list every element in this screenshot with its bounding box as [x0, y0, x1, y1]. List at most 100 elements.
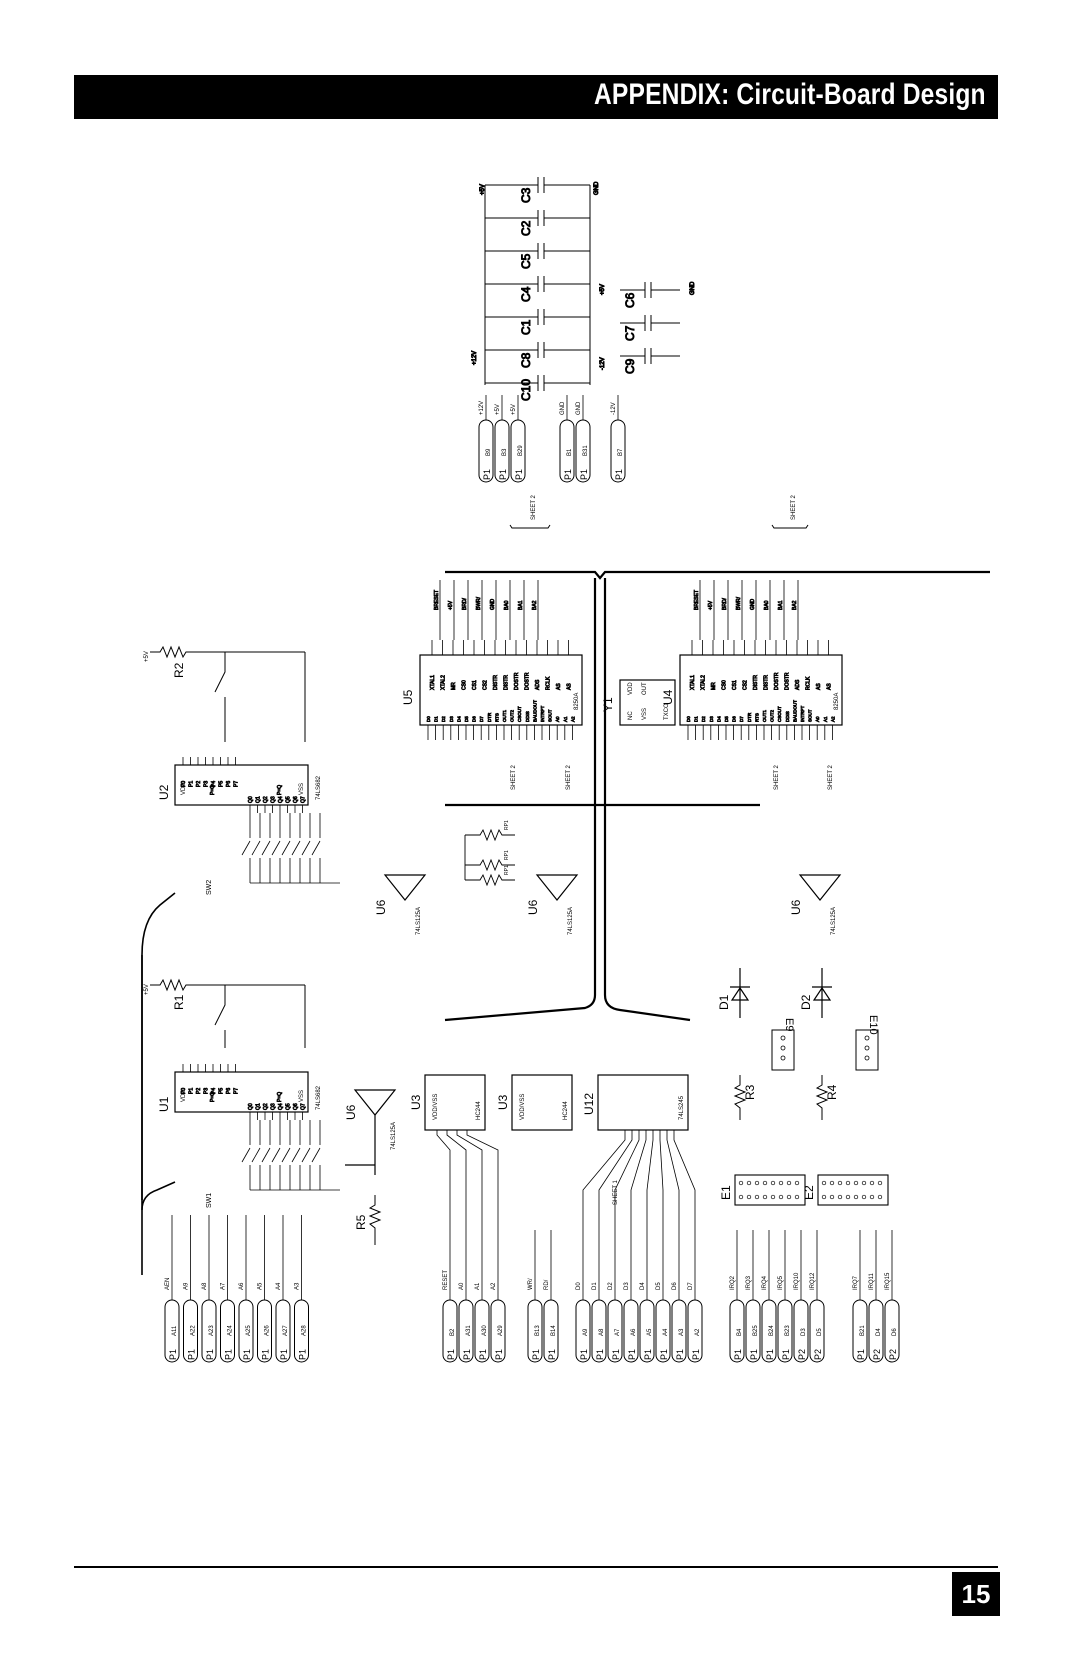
header-pin — [786, 1194, 792, 1200]
irq-connector-conn: P1 — [733, 1349, 743, 1360]
header-pin — [770, 1180, 776, 1186]
cap-label: C8 — [519, 352, 533, 368]
u5-pin-label-b: D3 — [449, 716, 454, 722]
ctrl-connector-conn: P1 — [478, 1349, 488, 1360]
data-connector-conn: P1 — [595, 1349, 605, 1360]
irq-connector-pin: B25 — [753, 1325, 759, 1336]
u5-pin-label-b: D5 — [464, 716, 469, 722]
u5-top-net: BA1 — [518, 600, 524, 610]
header-pin — [762, 1180, 768, 1186]
data-connector-pin: A2 — [695, 1328, 701, 1336]
page-number-box: 15 — [952, 1572, 1000, 1616]
u4-pin-label-b: D5 — [724, 716, 729, 722]
cap-label: C5 — [519, 253, 533, 269]
header-pin — [877, 1180, 883, 1186]
u1-q-label: Q7 — [301, 1103, 307, 1110]
switch-blade — [311, 1147, 321, 1163]
data-connector-conn: P1 — [659, 1349, 669, 1360]
u5-pin-label: RCLK — [546, 676, 552, 690]
address-bus — [141, 892, 176, 1275]
u5-pin-label-b: D1 — [434, 716, 439, 722]
u5-pin-label-b: DDIS — [525, 711, 530, 722]
u1-pin-label: P5 — [219, 1088, 225, 1094]
u3a-label: VDD/VSS — [433, 1094, 439, 1120]
u2-pin-label: P7 — [234, 781, 240, 787]
d2-diode — [812, 968, 832, 1018]
u2-part: 74LS682 — [316, 775, 322, 800]
sw1-label: SW1 — [206, 1193, 213, 1208]
power-connector-pin: B1 — [567, 448, 573, 456]
u5-pin-label: CS2 — [483, 680, 489, 690]
power-connector-net: GND — [576, 401, 582, 415]
u3-chip-b: U3 VDD/VSS HC244 — [496, 1074, 573, 1131]
irq-connector-conn: P2 — [872, 1349, 882, 1360]
page-title: APPENDIX: Circuit-Board Design — [594, 78, 986, 111]
irq-connector-net: IRQ3 — [746, 1275, 752, 1290]
u5-pin-label-b: D4 — [456, 716, 461, 722]
switch-blade — [311, 840, 321, 856]
data-connector-conn: P1 — [675, 1349, 685, 1360]
rw-connector-conn: P1 — [547, 1349, 557, 1360]
u3a-ref: U3 — [409, 1094, 423, 1110]
header-pin — [762, 1194, 768, 1200]
data-fanin-wire — [582, 1130, 626, 1230]
irq-connector-conn: P1 — [781, 1349, 791, 1360]
data-connector-pin: A9 — [583, 1328, 589, 1336]
rw-connector-net: WR/ — [528, 1278, 534, 1290]
u4-sheet2-label: SHEET 2 — [774, 764, 780, 790]
page-number: 15 — [961, 1579, 991, 1609]
u1-q-label: Q2 — [263, 1103, 269, 1110]
u5-pin-label: XTAL2 — [441, 675, 447, 690]
addr-connector-net: A4 — [276, 1282, 282, 1290]
u5-pin-label: DOSTR — [525, 672, 531, 690]
irq-connector-pin: B24 — [769, 1325, 775, 1336]
header-pin — [829, 1194, 835, 1200]
u5-pin-label: DISTR — [504, 675, 510, 690]
cap-net: -12V — [600, 357, 606, 370]
power-connector-conn: P1 — [482, 469, 492, 480]
irq-connector-pin: B23 — [785, 1325, 791, 1336]
u6-buffer-a — [345, 1089, 397, 1175]
power-connector-net: +12V — [479, 401, 485, 415]
u6-part-b: 74LS125A — [416, 907, 422, 935]
ctrl-connector-net: RESET — [443, 1270, 449, 1290]
u6-buffer-d — [798, 874, 842, 901]
header-pin — [746, 1180, 752, 1186]
data-connector-net: D4 — [640, 1282, 646, 1290]
cap-label: C9 — [623, 358, 637, 374]
u2-pin-label: P2 — [196, 781, 202, 787]
power-connector-net: -12V — [611, 402, 617, 415]
u4-pin-label: AS — [816, 683, 822, 690]
sheet2-top-b: SHEET 2 — [791, 494, 797, 520]
addr-connector-pin: A23 — [209, 1325, 215, 1336]
r5-label: R5 — [354, 1214, 368, 1230]
data-fanin-wire — [598, 1130, 633, 1230]
sw2-label: SW2 — [206, 880, 213, 895]
header-pin — [821, 1194, 827, 1200]
u6-buffer-c — [535, 874, 579, 901]
u5-top-net: BA0 — [504, 600, 510, 610]
header-pin — [845, 1194, 851, 1200]
u5-pin-label: ADS — [535, 679, 541, 690]
u4-pin-label: DISTR — [753, 675, 759, 690]
e10-label: E10 — [867, 1015, 879, 1035]
u2-q-label: Q0 — [248, 796, 254, 803]
header-pin — [770, 1194, 776, 1200]
cap-label: C10 — [519, 379, 533, 401]
u4-pin-label-b: D7 — [739, 716, 744, 722]
u4-pin-label-b: BAUDOUT — [792, 700, 797, 722]
cap-label: C2 — [519, 220, 533, 236]
header-pin — [754, 1180, 760, 1186]
u2-pin-label: P5 — [219, 781, 225, 787]
u4-pin-label-b: INTRPT — [800, 706, 805, 723]
address-connector-group: P1A11AENP1A22A9P1A23A8P1A24A7P1A25A6P1A2… — [164, 1230, 309, 1363]
u1-q-label: Q1 — [256, 1103, 262, 1110]
header-pin — [821, 1180, 827, 1186]
irq-connector-conn: P2 — [813, 1349, 823, 1360]
u5-top-net: BWR/ — [476, 596, 482, 610]
u5-part: 8250A — [574, 693, 580, 710]
